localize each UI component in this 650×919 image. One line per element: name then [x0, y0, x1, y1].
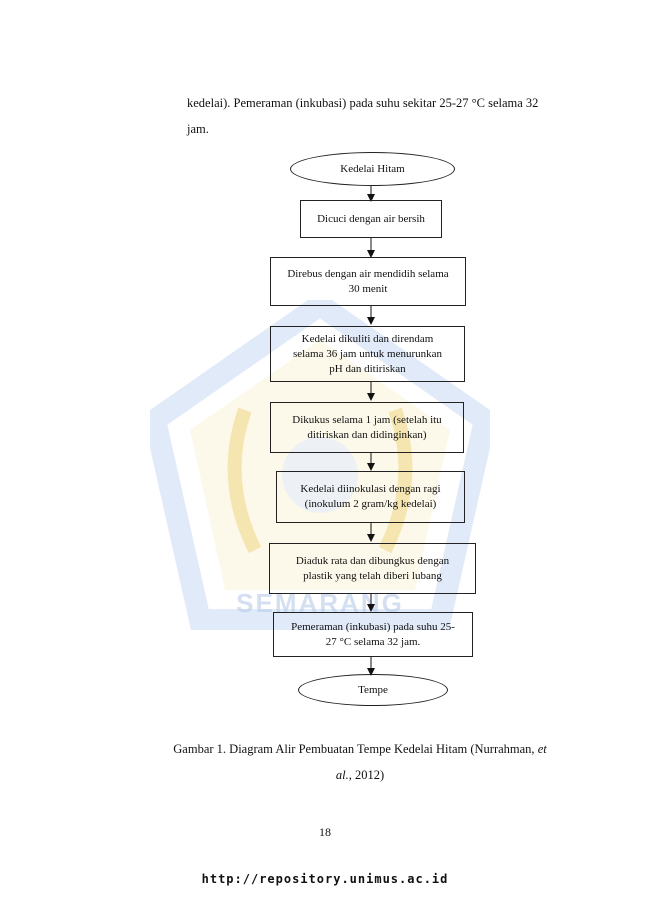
flow-end-label: Tempe — [358, 684, 388, 696]
page-number: 18 — [319, 825, 331, 839]
flow-step-2-line-1: Direbus dengan air mendidih selama — [287, 267, 449, 280]
flow-step-3-line-3: pH dan ditiriskan — [329, 362, 406, 375]
paragraph-line-1: kedelai). Pemeraman (inkubasi) pada suhu… — [187, 96, 539, 110]
watermark-leaf-left — [227, 407, 262, 554]
watermark-pentagon — [150, 300, 490, 630]
flow-step-7-line-2: 27 °C selama 32 jam. — [325, 635, 421, 648]
flow-step-6-line-1: Diaduk rata dan dibungkus dengan — [295, 554, 450, 567]
caption-line-1: Gambar 1. Diagram Alir Pembuatan Tempe K… — [150, 736, 570, 762]
caption-line-2-text: , 2012) — [348, 768, 385, 782]
flow-step-4-line-1: Dikukus selama 1 jam (setelah itu — [292, 413, 442, 426]
flow-step-6: Diaduk rata dan dibungkus dengan plastik… — [269, 543, 476, 594]
flow-end-terminal: Tempe — [298, 674, 448, 706]
flow-step-2: Direbus dengan air mendidih selama 30 me… — [270, 257, 466, 306]
flow-step-2-line-2: 30 menit — [348, 282, 388, 295]
flow-step-7-line-1: Pemeraman (inkubasi) pada suhu 25- — [291, 620, 455, 633]
flow-step-5-line-1: Kedelai diinokulasi dengan ragi — [300, 483, 441, 495]
flow-step-1-text: Dicuci dengan air bersih — [317, 212, 425, 225]
paragraph-line-2: jam. — [187, 122, 209, 136]
watermark-leaf-right — [378, 407, 413, 554]
flow-step-5-line-2: (inokulum 2 gram/kg kedelai) — [304, 498, 437, 510]
caption-line-2: al., 2012) — [150, 762, 570, 788]
flow-step-3-line-2: selama 36 jam untuk menurunkan — [292, 347, 443, 360]
flow-step-5: Kedelai diinokulasi dengan ragi (inokulu… — [276, 471, 465, 523]
caption-line-1-italic: et — [537, 742, 547, 756]
flow-start-terminal: Kedelai Hitam — [290, 152, 455, 186]
flow-step-3-line-1: Kedelai dikuliti dan direndam — [301, 332, 434, 345]
flow-step-4-line-2: ditiriskan dan didinginkan) — [307, 428, 427, 441]
caption-line-2-italic: al. — [335, 768, 349, 782]
flow-step-1: Dicuci dengan air bersih — [300, 200, 442, 238]
flow-start-label: Kedelai Hitam — [340, 163, 405, 175]
flow-step-4: Dikukus selama 1 jam (setelah itu ditiri… — [270, 402, 464, 453]
figure-caption: Gambar 1. Diagram Alir Pembuatan Tempe K… — [150, 736, 570, 788]
footer-url[interactable]: http://repository.unimus.ac.id — [201, 872, 449, 886]
flow-step-7: Pemeraman (inkubasi) pada suhu 25- 27 °C… — [273, 612, 473, 657]
flow-step-6-line-2: plastik yang telah diberi lubang — [303, 569, 442, 582]
caption-line-1-text: Gambar 1. Diagram Alir Pembuatan Tempe K… — [173, 742, 538, 756]
watermark-center-emblem — [282, 437, 358, 513]
flow-step-3: Kedelai dikuliti dan direndam selama 36 … — [270, 326, 465, 382]
